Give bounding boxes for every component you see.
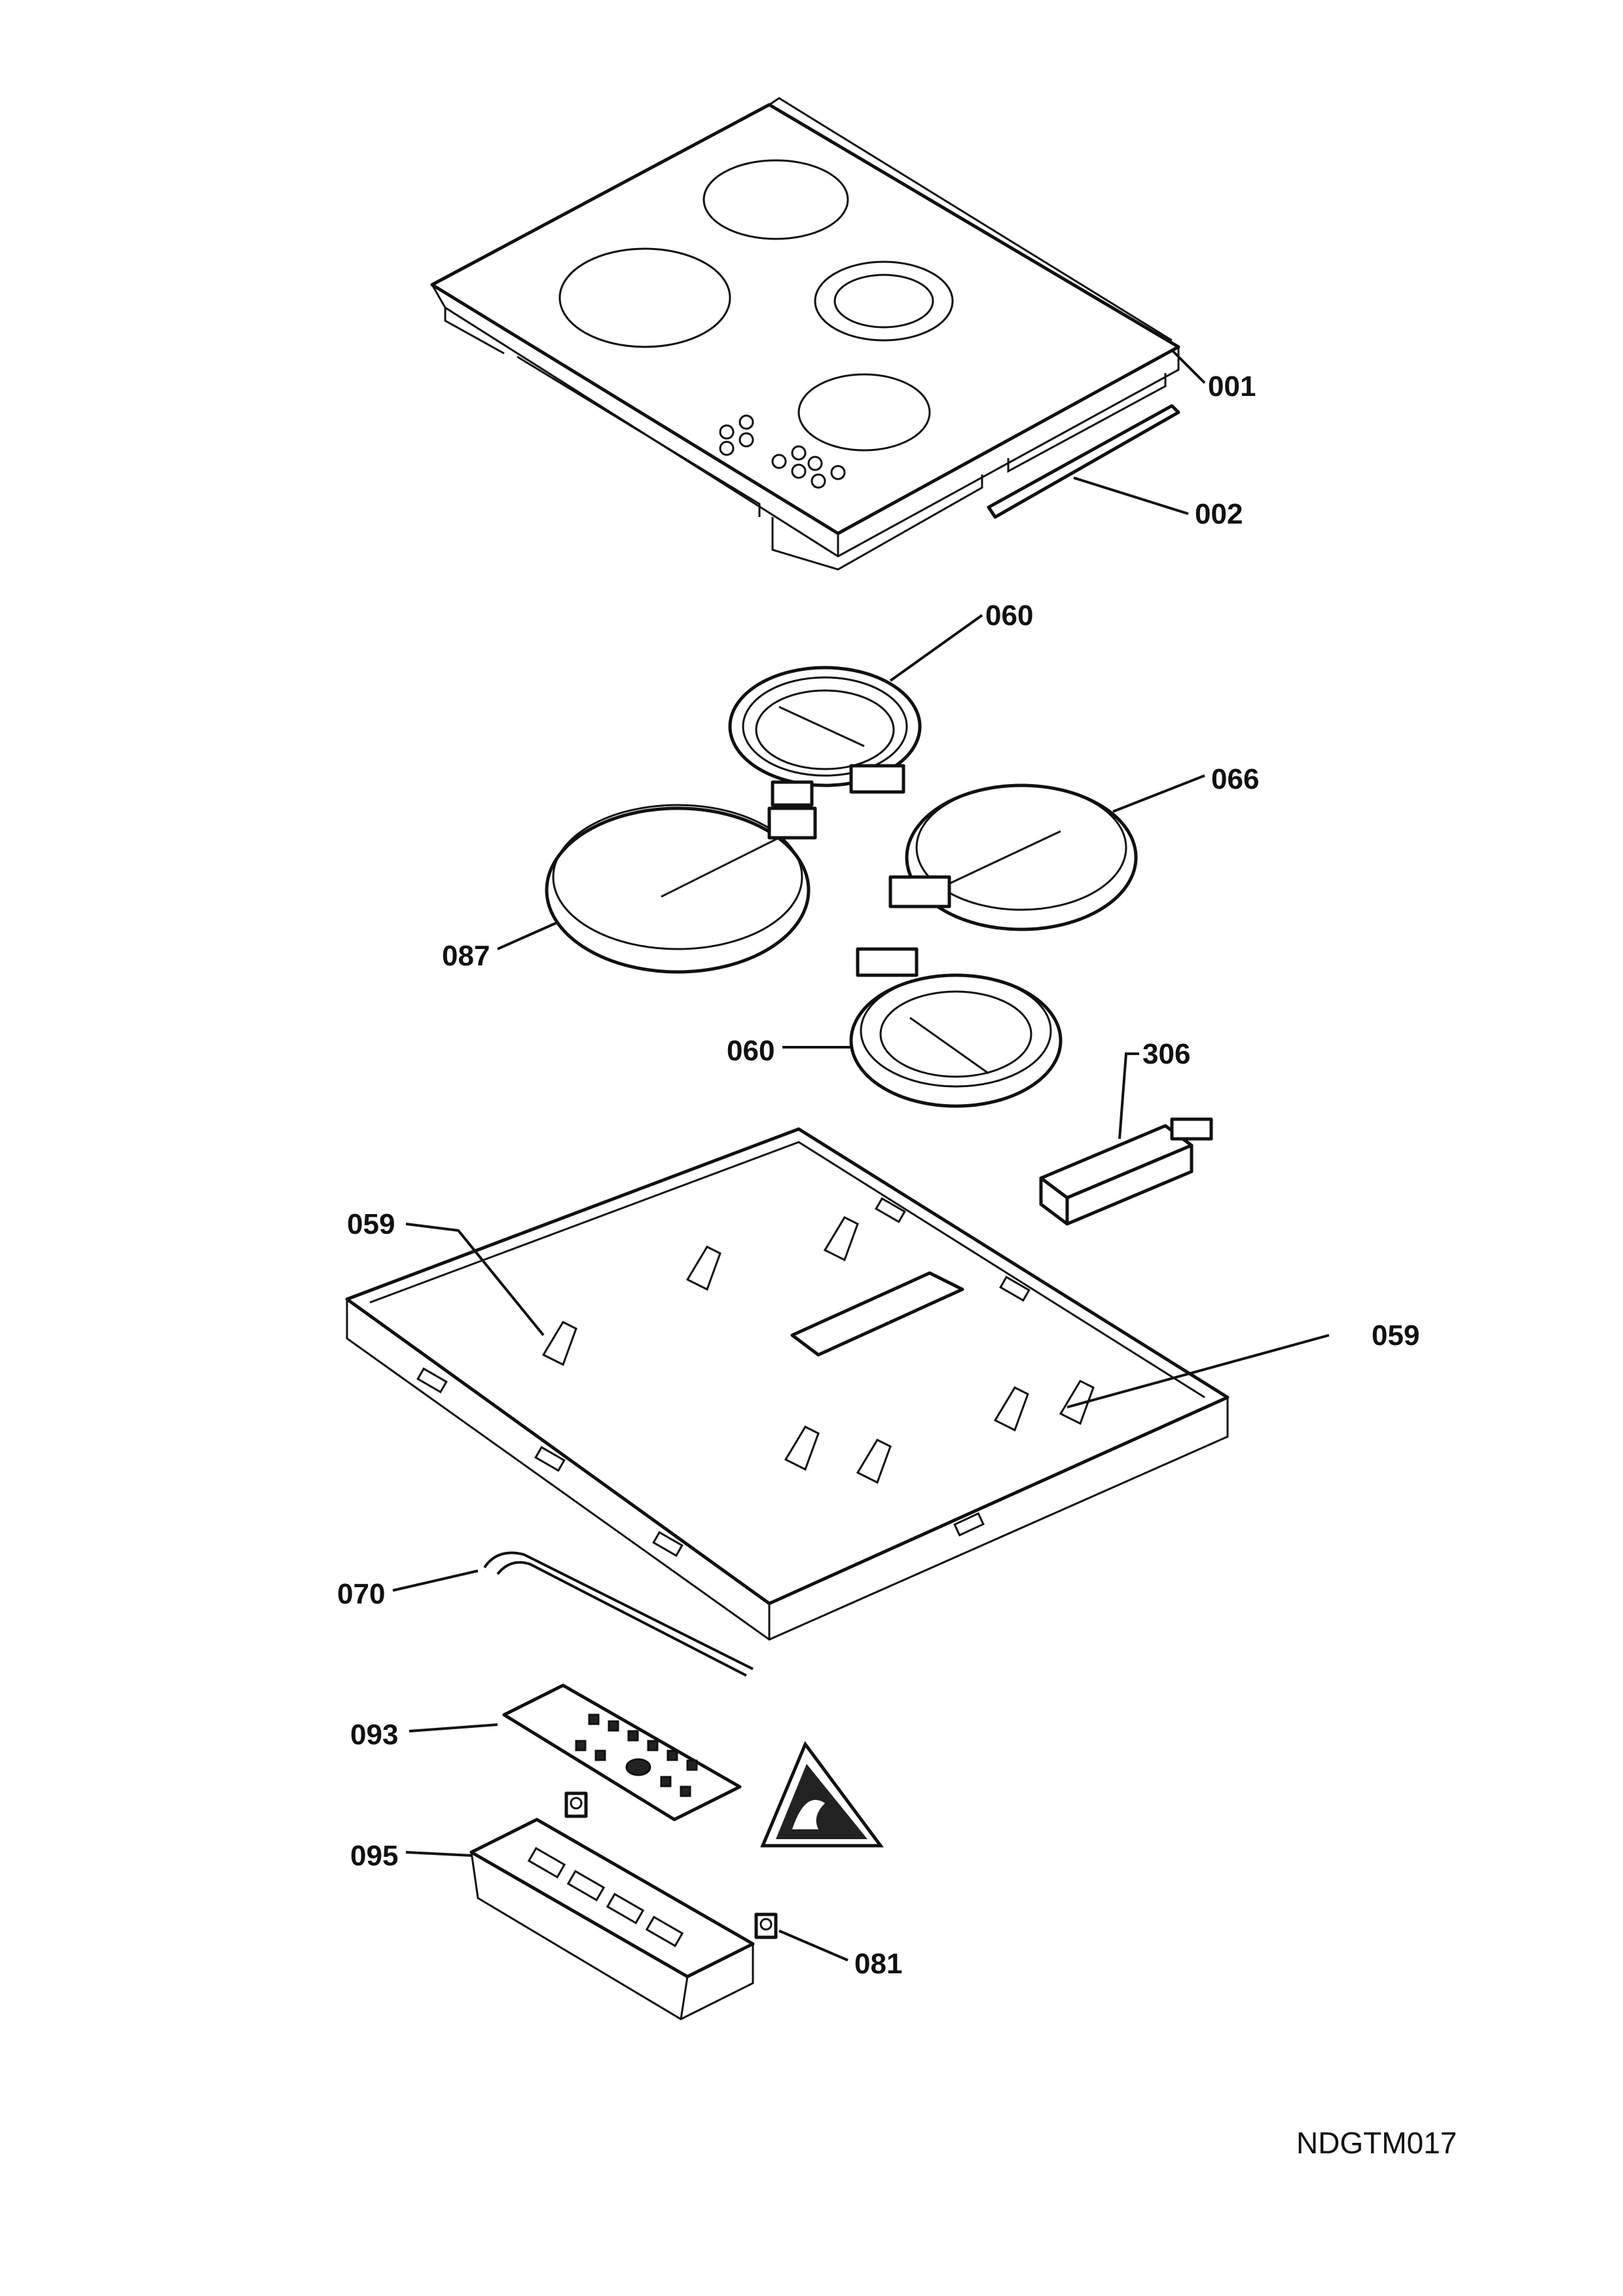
label-093: 093 <box>350 1719 398 1751</box>
drawing-code: NDGTM017 <box>1296 2126 1457 2160</box>
label-070: 070 <box>337 1578 385 1610</box>
radiant-heating-element-part <box>888 783 1138 931</box>
glass-cooktop-part <box>430 97 1180 571</box>
esd-warning-triangle-icon <box>760 1740 884 1848</box>
control-housing-part <box>469 1791 755 2020</box>
label-059-left: 059 <box>347 1208 395 1240</box>
part-labels: 001 002 060 066 087 060 306 059 059 070 … <box>337 370 1419 1980</box>
radiant-heating-element-part <box>545 804 817 974</box>
label-081: 081 <box>854 1948 902 1980</box>
clip-part <box>754 1912 778 1939</box>
control-board-part <box>502 1683 742 1821</box>
radiant-heating-element-part <box>849 947 1063 1108</box>
bottom-tray-part <box>345 1127 1230 1641</box>
label-060-top: 060 <box>985 600 1033 632</box>
radiant-heating-element-part <box>728 666 922 807</box>
leader-lines <box>392 349 1330 1962</box>
label-060-bottom: 060 <box>727 1035 775 1067</box>
label-066: 066 <box>1211 763 1259 795</box>
label-002: 002 <box>1195 498 1243 530</box>
label-306: 306 <box>1142 1038 1190 1070</box>
label-001: 001 <box>1208 370 1256 403</box>
label-059-right: 059 <box>1372 1319 1419 1352</box>
label-087: 087 <box>442 940 490 972</box>
terminal-block-part <box>1039 1117 1213 1226</box>
wire-cable-part <box>483 1551 754 1677</box>
label-095: 095 <box>350 1840 398 1872</box>
frame-strip-part <box>987 404 1180 519</box>
